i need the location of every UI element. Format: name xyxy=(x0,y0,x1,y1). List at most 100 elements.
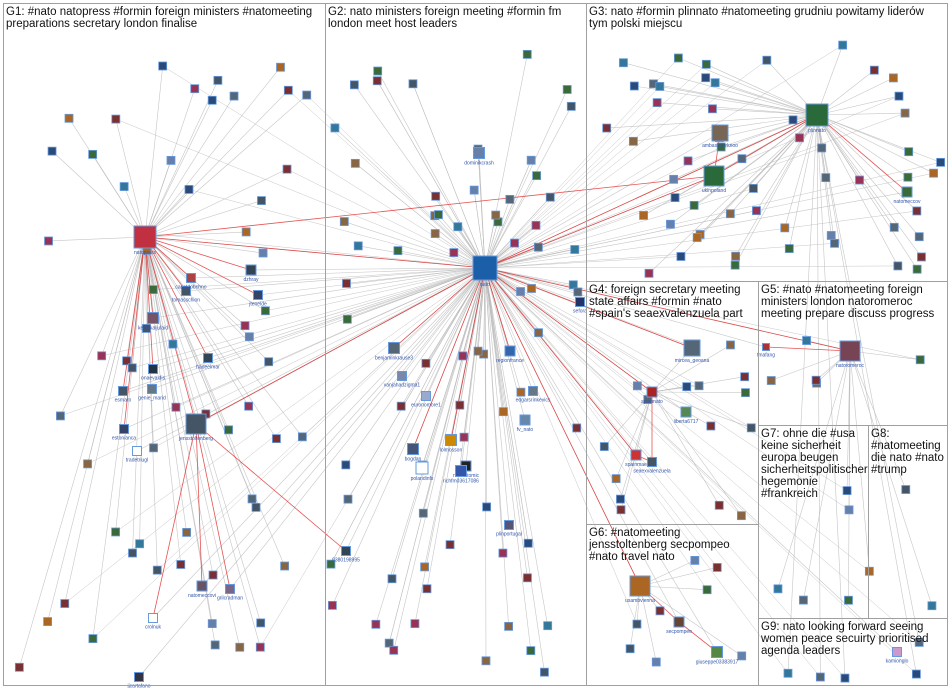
edge-gray xyxy=(771,350,851,381)
edge-gray xyxy=(484,267,718,568)
node-avatar xyxy=(602,123,612,133)
node-polandinfs[interactable]: polandinfs xyxy=(411,461,434,482)
node-ukinpoland[interactable]: ukinpoland xyxy=(702,165,726,194)
edge-mention xyxy=(195,423,203,587)
node-bogdan[interactable]: bogdan xyxy=(405,443,422,463)
node-jensstoltenberg[interactable]: jensstoltenberg xyxy=(178,413,213,442)
node-seaexvalenzuela[interactable]: seaexvalenzuela xyxy=(633,457,671,475)
node-secpompeo[interactable]: secpompeo xyxy=(666,616,692,635)
node-avatar xyxy=(388,342,400,354)
node-natoromeroc[interactable]: natoromeroc xyxy=(836,340,865,369)
node-avatar xyxy=(628,136,638,146)
node-mircea_geoana[interactable]: mircea_geoana xyxy=(675,339,710,364)
node-grilcradman[interactable]: grilcradman xyxy=(217,584,243,602)
node-avatar xyxy=(148,285,158,294)
node-label: nato xyxy=(480,282,490,288)
node-u0380[interactable]: 0380198995 xyxy=(332,546,360,564)
node-kerstikaljulaid[interactable]: kerstikaljulaid xyxy=(138,312,168,332)
edge-gray xyxy=(484,256,681,269)
node-avatar xyxy=(133,225,157,249)
node-usambvienna[interactable]: usambvienna xyxy=(625,575,655,604)
node-avatar xyxy=(282,164,292,174)
node-avatar xyxy=(387,574,397,584)
node-avatar xyxy=(135,539,145,549)
edge-gray xyxy=(705,77,818,116)
node-tradetriugl[interactable]: tradetriugl xyxy=(126,446,148,464)
edge-gray xyxy=(400,267,486,407)
node-tmafang[interactable]: tmafang xyxy=(757,343,775,359)
node-avatar xyxy=(737,511,746,521)
node-avatar xyxy=(838,40,848,50)
node-tomasschion[interactable]: tomasschion xyxy=(172,286,200,304)
edge-gray xyxy=(848,350,851,510)
node-ambasadorknoo[interactable]: ambasadorknoo xyxy=(702,124,738,149)
node-giuseppe[interactable]: giuseppe03383917 xyxy=(696,646,739,666)
node-avatar xyxy=(276,62,285,72)
node-label: crolnuk xyxy=(145,625,162,631)
node-kamionglo[interactable]: kamionglo xyxy=(886,647,909,665)
node-avatar xyxy=(629,81,639,91)
node-avatar xyxy=(783,668,793,678)
edge-gray xyxy=(484,267,846,679)
node-avatar xyxy=(181,286,191,296)
node-avatar xyxy=(371,619,381,629)
edge-gray xyxy=(64,236,146,604)
node-avatar xyxy=(716,142,726,152)
node-hadeelmar[interactable]: hadeelmar xyxy=(196,353,220,371)
node-avatar xyxy=(240,321,250,331)
node-avatar xyxy=(855,175,864,185)
node-avatar xyxy=(889,73,898,83)
edge-gray xyxy=(123,267,486,430)
node-esmaro[interactable]: esmaro xyxy=(115,386,132,404)
node-label: natopress xyxy=(134,250,156,256)
node-avatar xyxy=(176,560,186,569)
node-sefora[interactable]: sefora xyxy=(573,297,587,315)
node-casetdobchno[interactable]: casetdobchno xyxy=(175,273,207,291)
node-natomeccov[interactable]: natomeccov xyxy=(894,186,921,205)
edge-gray xyxy=(425,267,486,397)
node-avatar xyxy=(706,421,716,431)
node-label: plinnato xyxy=(808,128,826,134)
edge-gray xyxy=(144,80,219,238)
node-plinportugal[interactable]: plinportugal xyxy=(496,520,522,538)
group-label-g4: G4: foreign secretary meeting state affa… xyxy=(589,284,743,320)
node-regionfrance[interactable]: regionfrance xyxy=(496,345,524,364)
edge-gray xyxy=(816,114,917,675)
node-fv_nato[interactable]: fv_nato xyxy=(517,414,534,433)
node-label: jensstoltenberg xyxy=(178,436,213,442)
node-genie_marid[interactable]: genie_marid xyxy=(138,384,166,402)
edge-gray xyxy=(846,350,851,491)
node-avatar xyxy=(666,219,675,229)
edge-gray xyxy=(87,267,486,465)
node-onaevaldis[interactable]: onaevaldis xyxy=(141,364,165,382)
edge-gray xyxy=(639,567,718,587)
node-plinnato[interactable]: plinnato xyxy=(805,103,829,134)
edge-gray xyxy=(816,114,909,152)
node-avatar xyxy=(241,227,251,237)
node-liberta6717[interactable]: liberta6717 xyxy=(674,406,699,425)
node-dominikcrash[interactable]: dominikcrash xyxy=(464,147,494,167)
node-vanjahadzic[interactable]: vanjahadzigma1 xyxy=(384,371,421,389)
node-richfm[interactable]: richfm03617086 xyxy=(443,465,479,485)
edge-gray xyxy=(484,267,548,626)
node-avatar xyxy=(840,673,850,683)
node-estonianca[interactable]: estonianca xyxy=(112,424,136,442)
node-crolnuk[interactable]: crolnuk xyxy=(145,613,162,631)
node-lolmosson[interactable]: lolmosson xyxy=(440,434,463,454)
node-natomeccovi[interactable]: natomeccovi xyxy=(188,580,216,599)
node-spainnato[interactable]: spainnato xyxy=(641,386,663,405)
node-nato[interactable]: nato xyxy=(472,255,498,288)
node-benjaminkrauss[interactable]: benjaminkrause3 xyxy=(375,342,413,362)
node-dzhray[interactable]: dzhray xyxy=(243,264,259,283)
node-spainmae[interactable]: spainmae xyxy=(625,449,647,468)
node-avatar xyxy=(213,75,223,85)
node-natopress[interactable]: natopress xyxy=(133,225,157,256)
node-edgarsrinkevics[interactable]: edgarsrinkevics xyxy=(516,386,551,404)
edge-gray xyxy=(484,267,648,400)
edge-gray xyxy=(784,114,818,228)
node-avatar xyxy=(455,465,467,477)
node-avatar xyxy=(703,165,725,187)
node-jtenelde[interactable]: jtenelde xyxy=(248,290,267,308)
edge-gray xyxy=(144,236,285,567)
node-euronomore[interactable]: euronomore1 xyxy=(411,391,441,409)
